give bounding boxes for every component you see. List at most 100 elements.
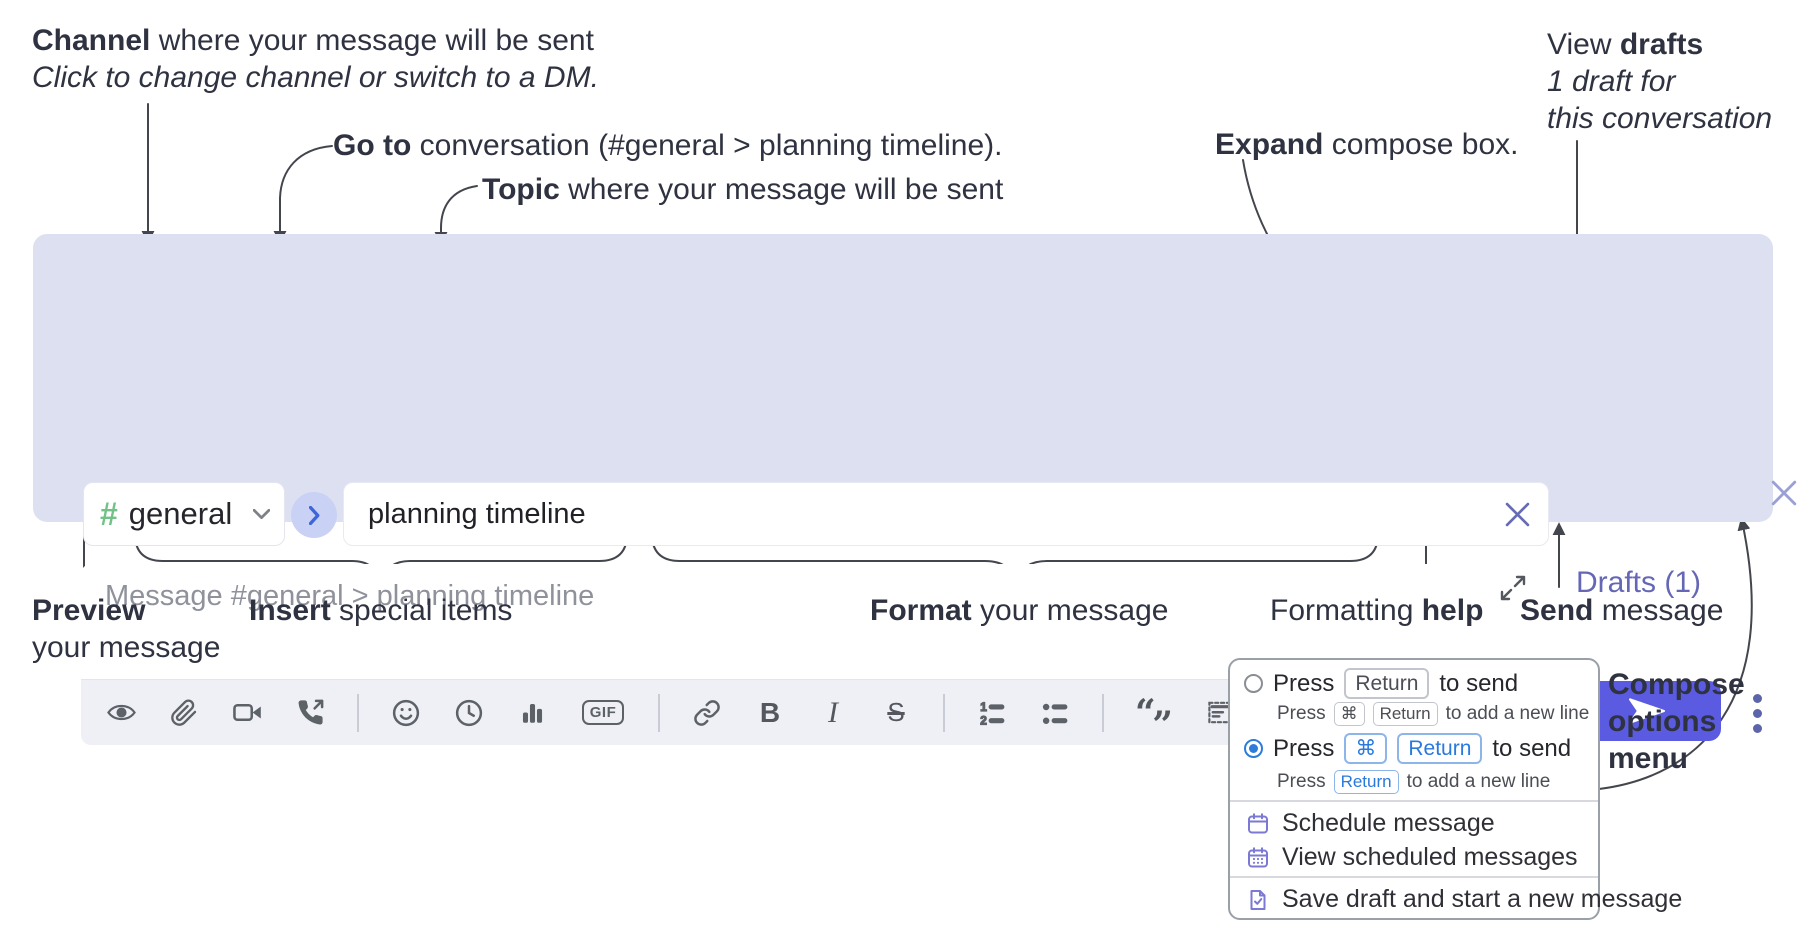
poll-button[interactable] <box>516 697 548 729</box>
chevron-right-icon <box>308 505 319 525</box>
radio-selected-icon[interactable] <box>1244 739 1263 758</box>
calendar-icon <box>1248 812 1268 833</box>
drafts-link[interactable]: Drafts (1) <box>1576 566 1702 599</box>
key-return: Return <box>1397 733 1483 764</box>
channel-name: general <box>128 496 233 531</box>
phone-call-icon <box>298 699 323 725</box>
annotation-preview: Preview your message <box>32 592 220 666</box>
gif-icon: GIF <box>581 700 625 725</box>
option2-press: Press <box>1273 734 1335 762</box>
bulleted-list-button[interactable] <box>1039 697 1071 729</box>
attach-file-button[interactable] <box>168 697 200 729</box>
expand-icon <box>1500 575 1526 601</box>
quote-open-glyph: “ <box>1135 691 1156 734</box>
go-to-conversation-button[interactable] <box>291 492 337 538</box>
bold-button[interactable]: B <box>754 697 786 729</box>
strikethrough-icon: S <box>887 697 905 727</box>
quote-button[interactable]: “ ” <box>1135 691 1173 743</box>
emoji-button[interactable] <box>390 697 422 729</box>
compose-box: # general <box>33 234 1797 745</box>
annotation-compose-options: Compose options menu <box>1608 666 1745 777</box>
video-call-button[interactable] <box>231 697 263 729</box>
toolbar-divider <box>658 693 660 732</box>
annotation-insert-rest: special items <box>330 594 513 627</box>
radio-unselected-icon[interactable] <box>1244 674 1263 693</box>
annotation-compose-options-line3: menu <box>1608 742 1689 775</box>
arrow-goto <box>273 145 333 244</box>
dot-icon <box>1752 708 1762 718</box>
link-icon <box>694 699 720 726</box>
arrow-topic <box>434 185 478 245</box>
video-camera-icon <box>232 703 261 722</box>
clear-topic-button[interactable] <box>1505 502 1530 527</box>
compose-options-button[interactable] <box>1747 691 1767 735</box>
annotation-compose-options-line2: options <box>1608 705 1717 738</box>
annotation-view-drafts-line3: this conversation <box>1547 102 1773 135</box>
paperclip-icon <box>171 698 197 726</box>
annotation-channel-rest: where your message will be sent <box>150 24 594 57</box>
annotation-goto-rest: conversation (#general > planning timeli… <box>411 129 1003 162</box>
option-cmd-return-to-send[interactable]: Press ⌘ Return to send <box>1244 733 1571 764</box>
annotation-help: Formatting help <box>1270 592 1483 629</box>
link-button[interactable] <box>691 697 723 729</box>
close-compose-button[interactable] <box>1771 480 1797 506</box>
menu-divider <box>1230 876 1598 878</box>
annotation-format-bold: Format <box>870 594 972 627</box>
menu-divider <box>1230 800 1598 802</box>
toolbar-divider <box>943 693 945 732</box>
preview-button[interactable] <box>105 697 137 729</box>
quote-icon: “ ” <box>1135 691 1173 743</box>
italic-button[interactable]: I <box>817 695 849 729</box>
channel-selector[interactable]: # general <box>83 482 285 546</box>
menu-item-label: View scheduled messages <box>1282 843 1578 871</box>
key-return: Return <box>1344 668 1430 699</box>
menu-item-save-draft[interactable]: Save draft and start a new message <box>1246 885 1682 914</box>
spoiler-button[interactable] <box>1204 697 1236 729</box>
annotation-expand: Expand compose box. <box>1215 126 1518 163</box>
smiley-icon <box>392 699 420 726</box>
topic-input[interactable] <box>366 496 1505 532</box>
option2-subtext: Press Return to add a new line <box>1277 770 1550 794</box>
quote-close-glyph: ” <box>1152 703 1173 745</box>
annotation-send: Send message <box>1520 592 1723 629</box>
dot-icon <box>1752 723 1762 733</box>
audio-call-button[interactable] <box>294 697 326 729</box>
menu-item-view-scheduled[interactable]: View scheduled messages <box>1246 843 1578 872</box>
annotation-topic-bold: Topic <box>482 173 560 206</box>
key-return: Return <box>1372 702 1438 726</box>
numbered-list-button[interactable]: 1 2 <box>976 697 1008 729</box>
svg-text:1: 1 <box>980 699 987 713</box>
option1-sub-after: to add a new line <box>1445 703 1590 724</box>
bar-chart-icon <box>522 704 542 723</box>
option1-after: to send <box>1439 669 1519 697</box>
annotation-channel-line2: Click to change channel or switch to a D… <box>32 61 599 94</box>
option1-press: Press <box>1273 669 1335 697</box>
strikethrough-button[interactable]: S <box>880 697 912 729</box>
numbered-list-icon: 1 2 <box>980 699 1005 728</box>
draft-document-icon <box>1250 889 1266 910</box>
annotation-expand-bold: Expand <box>1215 128 1324 161</box>
topic-input-wrap <box>343 482 1549 546</box>
annotation-insert-bold: Insert <box>249 594 331 627</box>
annotation-format: Format your message <box>870 592 1168 629</box>
annotation-channel-bold: Channel <box>32 24 151 57</box>
close-icon <box>1771 480 1797 506</box>
option-return-to-send[interactable]: Press Return to send <box>1244 668 1518 699</box>
schedule-time-button[interactable] <box>453 697 485 729</box>
menu-item-schedule-message[interactable]: Schedule message <box>1246 809 1495 838</box>
compose-options-menu: Press Return to send Press ⌘ Return to a… <box>1228 658 1682 920</box>
option1-subtext: Press ⌘ Return to add a new line <box>1277 702 1589 726</box>
expand-compose-button[interactable] <box>1497 572 1529 604</box>
toolbar-divider <box>1102 693 1104 732</box>
italic-icon: I <box>828 695 838 729</box>
annotation-expand-rest: compose box. <box>1323 128 1519 161</box>
key-cmd: ⌘ <box>1333 702 1365 726</box>
bold-icon: B <box>759 696 781 728</box>
annotation-format-rest: your message <box>971 594 1169 627</box>
menu-item-label: Schedule message <box>1282 809 1495 837</box>
key-cmd: ⌘ <box>1344 733 1388 764</box>
gif-button[interactable]: GIF <box>579 697 627 729</box>
dot-icon <box>1752 693 1762 703</box>
spoiler-icon <box>1207 701 1233 724</box>
clock-icon <box>455 699 483 726</box>
